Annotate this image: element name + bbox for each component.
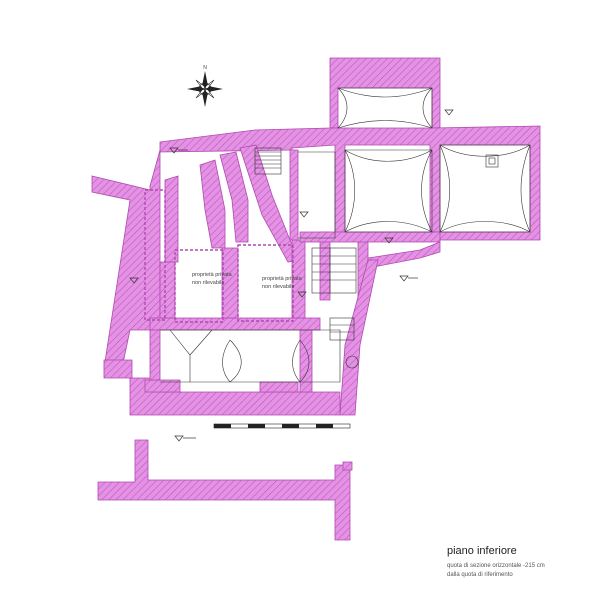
level-markers [129,109,454,442]
scale-bar [213,423,351,429]
stairs [254,147,499,341]
room-note-left-line1: proprietà privata [192,272,233,278]
private-room-outlines [144,189,294,323]
plan-title: piano inferiore [447,545,517,557]
room-note-right-line1: proprietà privata [262,276,303,282]
plan-subtitle-line2: dalla quota di riferimento [447,572,513,578]
compass-rose-icon: N [187,65,223,107]
plan-subtitle-line1: quota di sezione orizzontale -215 cm [447,563,545,569]
room-note-right-line2: non rilevabile [262,284,294,290]
room-note-left-line2: non rilevabile [192,280,224,286]
vault-lines [160,87,531,383]
walls [91,57,541,541]
compass-north-label: N [203,65,207,71]
